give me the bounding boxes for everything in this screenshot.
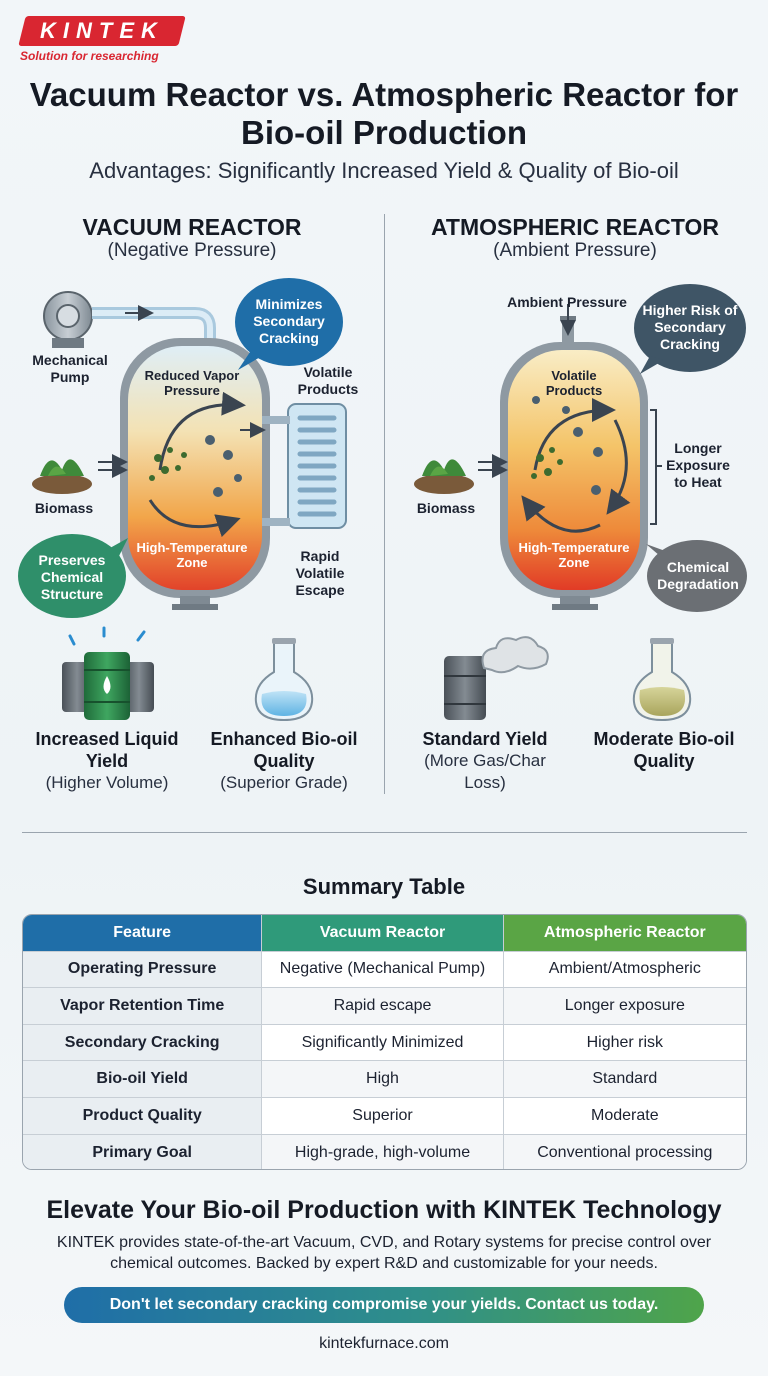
table-cell: Operating Pressure bbox=[23, 951, 263, 988]
volatile-products-label: Volatile Products bbox=[297, 364, 359, 397]
result-moderate-quality-title: Moderate Bio-oil Quality bbox=[593, 729, 735, 771]
table-cell: High bbox=[262, 1061, 504, 1097]
biomass-label: Biomass bbox=[34, 500, 94, 516]
table-cell: Primary Goal bbox=[23, 1134, 263, 1169]
longer-exposure-label: Longer Exposure to Heat bbox=[666, 440, 730, 490]
table-cell: Higher risk bbox=[586, 1033, 664, 1051]
vacuum-subheading: (Negative Pressure) bbox=[107, 240, 277, 261]
result-liquid-yield-sub: (Higher Volume) bbox=[45, 773, 169, 792]
table-cell: Secondary Cracking bbox=[23, 1024, 263, 1061]
bubble-minimizes-cracking bbox=[235, 278, 343, 370]
brand-tagline: Solution for researching bbox=[20, 49, 159, 63]
bubble-chemical-degradation bbox=[646, 540, 747, 612]
result-quality-sub: (Superior Grade) bbox=[220, 773, 348, 792]
table-header-cell: Vacuum Reactor bbox=[262, 915, 504, 951]
table-header-cell: Atmospheric Reactor bbox=[503, 915, 746, 951]
table-row: Secondary Cracking Significantly Minimiz… bbox=[23, 1024, 746, 1062]
result-standard-yield-title: Standard Yield bbox=[422, 729, 548, 749]
table-cell: Vapor Retention Time bbox=[23, 988, 263, 1024]
flask-olive-icon bbox=[632, 638, 692, 722]
table-cell: High-grade, high-volume bbox=[262, 1134, 504, 1169]
bubble-preserves-structure bbox=[18, 534, 128, 618]
biomass-icon bbox=[32, 459, 92, 494]
volatile-products-label-2: Volatile Products bbox=[545, 368, 603, 398]
table-row: Bio-oil Yield High Standard bbox=[23, 1061, 746, 1098]
contact-cta-button[interactable]: Don't let secondary cracking compromise … bbox=[64, 1287, 704, 1323]
vacuum-heading: VACUUM REACTOR bbox=[82, 214, 302, 240]
condenser-coil bbox=[287, 403, 347, 529]
bubble-preserves-text: Preserves Chemical Structure bbox=[38, 552, 106, 602]
column-divider bbox=[384, 214, 385, 794]
summary-table: Feature Vacuum Reactor Atmospheric React… bbox=[22, 914, 747, 1170]
table-header-cell: Feature bbox=[23, 915, 263, 951]
table-cell: Ambient/Atmospheric bbox=[548, 960, 701, 978]
page-subtitle: Advantages: Significantly Increased Yiel… bbox=[89, 158, 679, 183]
atmospheric-heading: ATMOSPHERIC REACTOR bbox=[431, 214, 719, 240]
atmospheric-subheading: (Ambient Pressure) bbox=[493, 240, 657, 261]
bubble-higher-risk bbox=[634, 284, 746, 374]
table-cell: Superior bbox=[262, 1097, 504, 1134]
website-link[interactable]: kintekfurnace.com bbox=[319, 1335, 449, 1352]
reactor-diagram bbox=[18, 278, 747, 722]
result-liquid-yield-title: Increased Liquid Yield bbox=[35, 729, 179, 771]
bubble-minimizes-text: Minimizes Secondary Cracking bbox=[253, 296, 325, 346]
mechanical-pump-icon bbox=[43, 291, 93, 348]
vapor-pressure-label: Reduced Vapor Pressure bbox=[144, 368, 240, 398]
cta-body: KINTEK provides state-of-the-art Vacuum,… bbox=[56, 1234, 712, 1272]
result-standard-yield-sub: (More Gas/Char Loss) bbox=[424, 751, 546, 792]
table-cell: Significantly Minimized bbox=[262, 1024, 504, 1061]
table-cell: Conventional processing bbox=[503, 1134, 746, 1169]
high-temp-zone-label: High-Temperature Zone bbox=[136, 540, 248, 570]
summary-table-title: Summary Table bbox=[302, 874, 466, 899]
biomass-label-2: Biomass bbox=[416, 500, 476, 516]
table-cell: Standard bbox=[503, 1061, 746, 1097]
table-row: Operating Pressure Negative (Mechanical … bbox=[23, 951, 746, 989]
result-quality-title: Enhanced Bio-oil Quality bbox=[210, 729, 358, 771]
table-cell: Longer exposure bbox=[503, 988, 746, 1024]
oil-barrels-icon bbox=[62, 626, 154, 720]
table-cell: Product Quality bbox=[23, 1097, 263, 1134]
cta-title: Elevate Your Bio-oil Production with KIN… bbox=[46, 1196, 722, 1224]
section-divider bbox=[22, 832, 747, 833]
barrel-smoke-icon bbox=[444, 636, 549, 720]
table-cell: Bio-oil Yield bbox=[23, 1061, 263, 1097]
ambient-pressure-label: Ambient Pressure bbox=[507, 294, 627, 310]
table-row: Primary Goal High-grade, high-volume Con… bbox=[23, 1134, 746, 1169]
bubble-degradation-text: Chemical Degradation bbox=[657, 559, 739, 592]
bubble-higher-risk-text: Higher Risk of Secondary Cracking bbox=[642, 302, 738, 352]
table-cell: Moderate bbox=[591, 1106, 659, 1124]
biomass-icon-2 bbox=[414, 459, 474, 494]
flask-blue-icon bbox=[254, 638, 314, 722]
page-title: Vacuum Reactor vs. Atmospheric Reactor f… bbox=[29, 76, 739, 151]
table-cell: Negative (Mechanical Pump) bbox=[262, 951, 504, 988]
table-row: Vapor Retention Time Rapid escape Longer… bbox=[23, 988, 746, 1025]
pump-label: Mechanical Pump bbox=[32, 352, 108, 385]
table-header-row: Feature Vacuum Reactor Atmospheric React… bbox=[23, 915, 746, 952]
table-row: Product Quality Superior Moderate bbox=[23, 1097, 746, 1135]
rapid-escape-label: Rapid Volatile Escape bbox=[295, 548, 345, 598]
high-temp-zone-label-2: High-Temperature Zone bbox=[518, 540, 630, 570]
table-cell: Rapid escape bbox=[262, 988, 504, 1024]
